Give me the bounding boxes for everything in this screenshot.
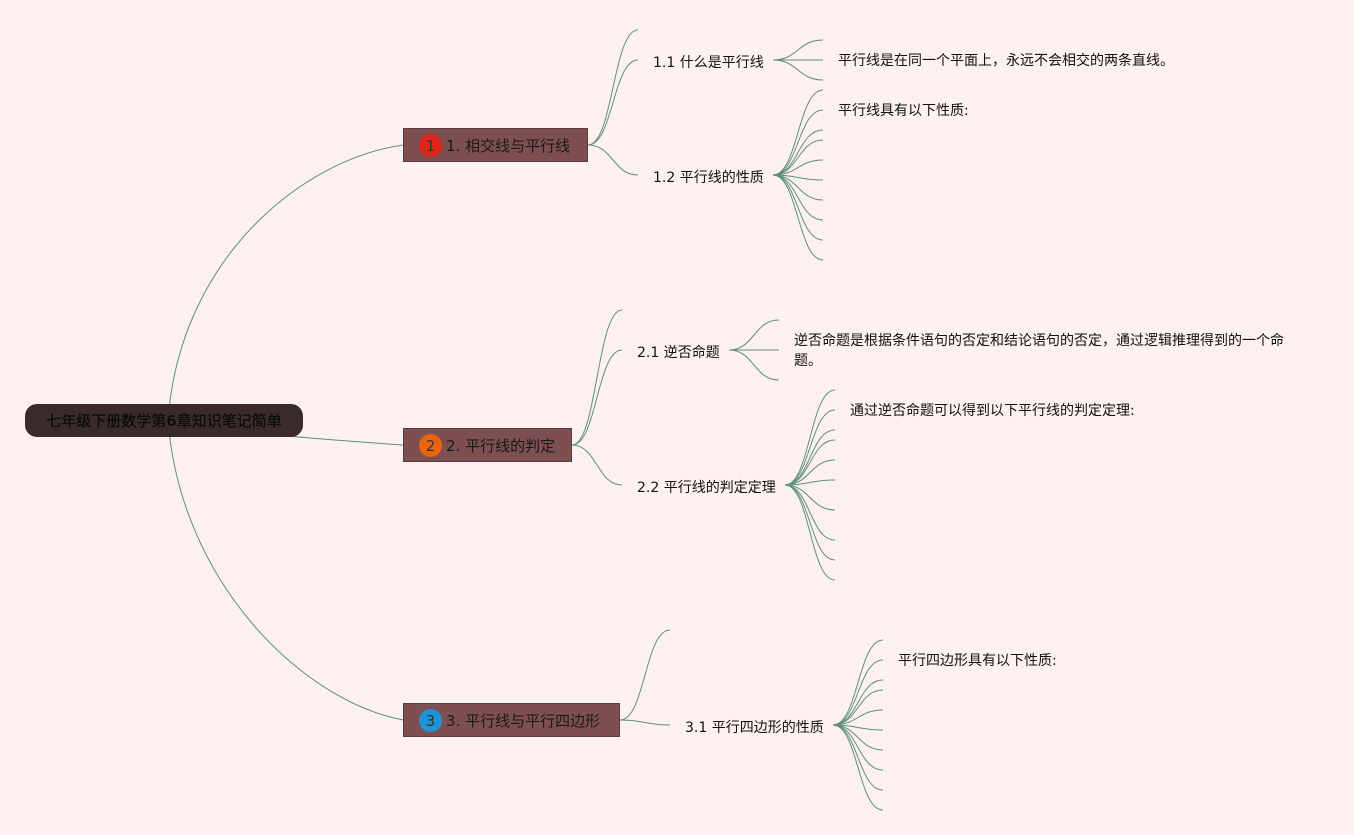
connector-s12-7 [772,174,824,201]
connector-s31-4 [832,689,884,726]
connector-s31-1 [832,639,884,726]
priority-1-icon: 1 [419,134,442,157]
connector-s12-3 [772,129,824,176]
connector-s12-10 [772,174,824,261]
root-topic-label: 七年级下册数学第6章知识笔记简单 [46,412,282,430]
connector-s12-8 [772,174,824,221]
connector-b3-1 [619,629,671,721]
connector-s31-3 [832,679,884,726]
root-topic[interactable]: 七年级下册数学第6章知识笔记简单 [25,404,303,437]
connector-s22-6 [784,479,836,486]
subtopic-2-1[interactable]: 2.1 逆否命题 [637,345,720,361]
connector-s22-5 [784,459,836,486]
branch-topic-3[interactable]: 3 3. 平行线与平行四边形 [403,703,620,737]
connector-s21-3 [728,349,780,381]
connector-b2-1 [571,309,623,446]
connector-b1-1 [587,29,639,146]
connector-s12-4 [772,139,824,176]
connector-s22-2 [784,409,836,486]
connector-root-branch-1 [167,144,404,421]
branch-topic-1-label: 1. 相交线与平行线 [446,136,571,155]
branch-topic-2[interactable]: 2 2. 平行线的判定 [403,428,572,462]
connector-s22-1 [784,389,836,486]
connector-b2-3 [571,444,623,486]
priority-2-icon: 2 [419,434,442,457]
subtopic-3-1[interactable]: 3.1 平行四边形的性质 [685,720,824,736]
leaf-2-1[interactable]: 逆否命题是根据条件语句的否定和结论语句的否定，通过逻辑推理得到的一个命题。 [794,333,1284,369]
connector-s11-3 [772,59,824,81]
connector-s11-1 [772,39,824,61]
connector-s22-7 [784,484,836,511]
connector-s12-9 [772,174,824,241]
connector-s22-10 [784,484,836,581]
connector-b2-2 [571,349,623,446]
connector-root-branch-3 [167,419,404,721]
connector-s31-9 [832,724,884,791]
connector-s22-4 [784,439,836,486]
subtopic-1-1[interactable]: 1.1 什么是平行线 [653,55,764,71]
subtopic-2-2[interactable]: 2.2 平行线的判定定理 [637,480,776,496]
branch-topic-3-label: 3. 平行线与平行四边形 [446,711,601,730]
connector-s12-2 [772,109,824,176]
connector-s31-2 [832,659,884,726]
leaf-1-1[interactable]: 平行线是在同一个平面上，永远不会相交的两条直线。 [838,53,1174,69]
leaf-1-2[interactable]: 平行线具有以下性质: [838,103,969,119]
subtopic-1-2[interactable]: 1.2 平行线的性质 [653,170,764,186]
leaf-2-2[interactable]: 通过逆否命题可以得到以下平行线的判定定理: [850,403,1135,419]
connector-s31-5 [832,709,884,726]
connector-s12-5 [772,159,824,176]
priority-3-icon: 3 [419,709,442,732]
connector-b1-3 [587,144,639,176]
connector-s12-1 [772,89,824,176]
connector-s31-7 [832,724,884,751]
branch-topic-1[interactable]: 1 1. 相交线与平行线 [403,128,588,162]
connector-s21-1 [728,319,780,351]
connector-s22-9 [784,484,836,561]
connector-s31-8 [832,724,884,771]
branch-topic-2-label: 2. 平行线的判定 [446,436,556,455]
connector-b3-2 [619,719,671,726]
leaf-3-1[interactable]: 平行四边形具有以下性质: [898,653,1057,669]
connector-s31-10 [832,724,884,811]
connector-b1-2 [587,59,639,146]
